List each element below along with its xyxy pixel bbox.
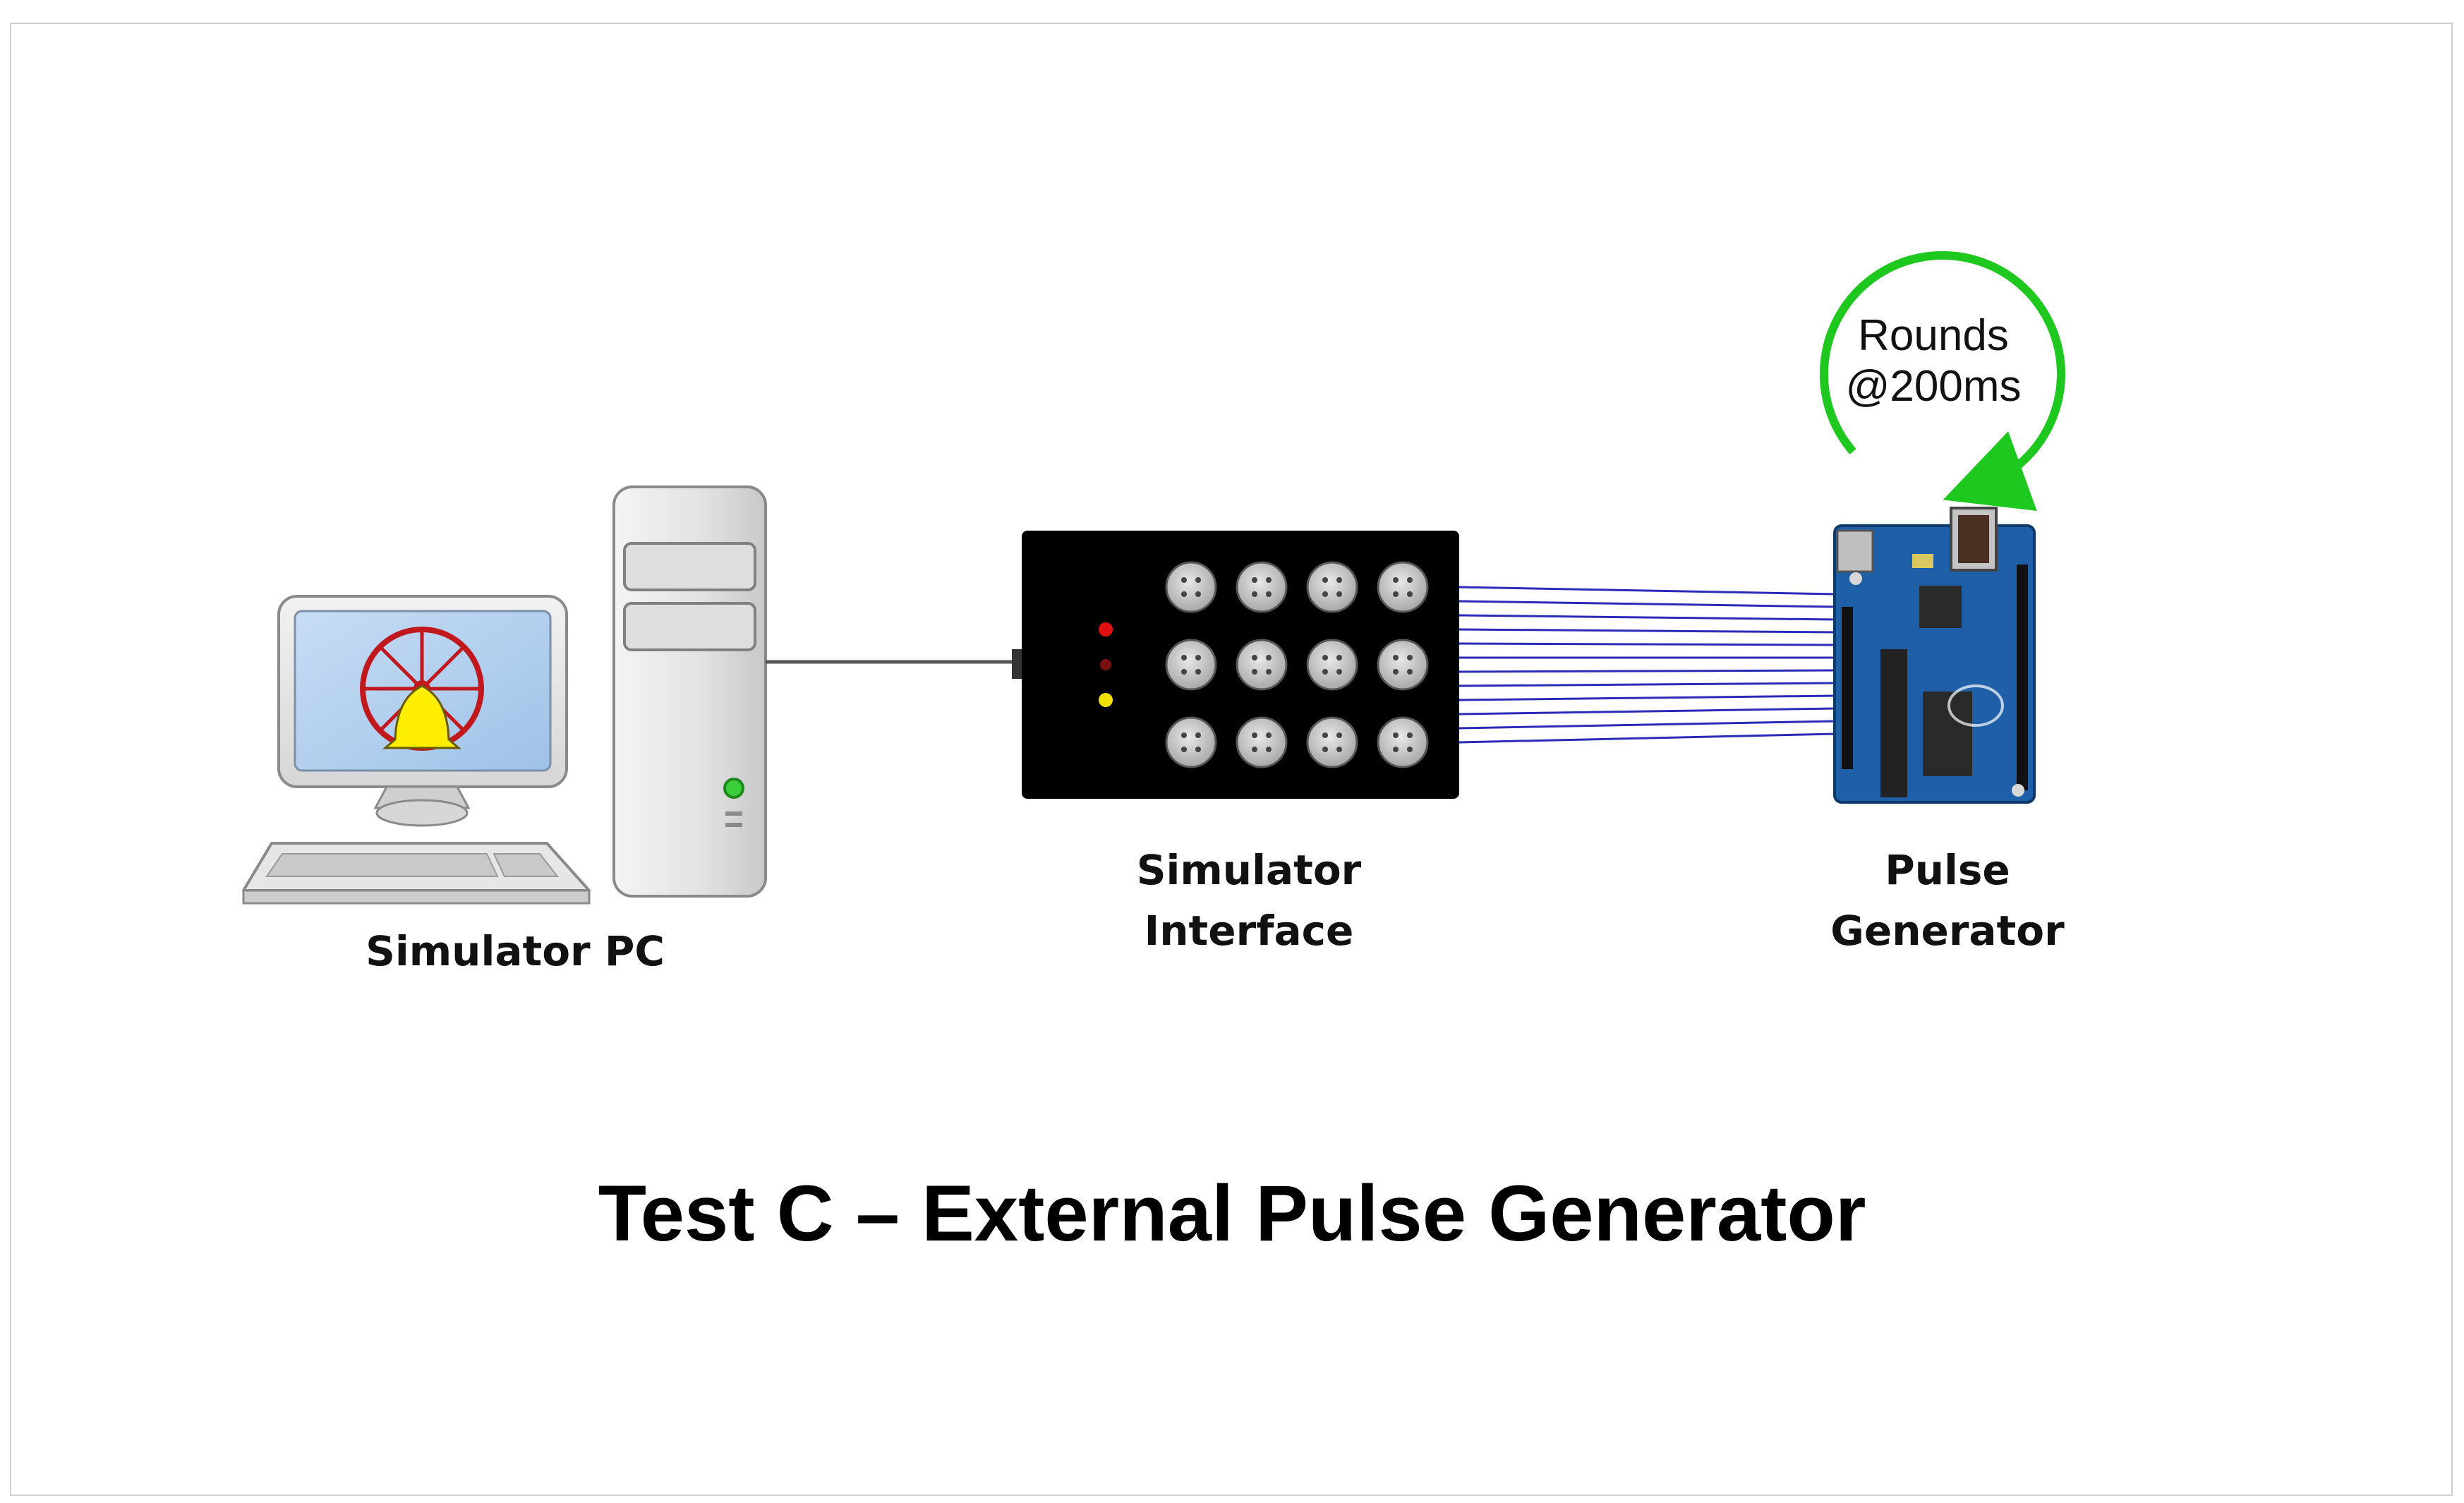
pulse-generator-label: Pulse Generator: [1764, 840, 2131, 961]
simulator-pc: [242, 485, 767, 905]
signal-wire: [1459, 682, 1837, 687]
keyboard-icon: [242, 842, 591, 905]
computer-tower-icon: [612, 485, 767, 898]
led-yellow: [1099, 693, 1113, 707]
connector-socket-icon: [1236, 561, 1288, 613]
signal-wire: [1459, 694, 1837, 701]
connector-socket-icon: [1306, 716, 1358, 768]
loop-arrow-icon: [1819, 250, 2065, 511]
loop-label-line1: Rounds: [1858, 311, 2009, 360]
signal-wire: [1459, 669, 1837, 673]
connector-socket-icon: [1377, 561, 1429, 613]
connector-socket-icon: [1377, 716, 1429, 768]
connector-socket-icon: [1165, 716, 1217, 768]
connector-socket-icon: [1236, 639, 1288, 691]
led-dark-red: [1100, 659, 1111, 670]
signal-wire: [1459, 642, 1837, 646]
simulator-interface-label-line1: Simulator: [1136, 846, 1362, 894]
connector-grid: [1165, 561, 1429, 768]
simulator-pc-label: Simulator PC: [366, 927, 665, 975]
signal-wire: [1459, 586, 1837, 596]
bell-wheel-logo-icon: [360, 627, 484, 751]
usb-cable: [766, 649, 1022, 679]
pulse-generator-label-line1: Pulse: [1885, 846, 2010, 894]
simulator-interface-label: Simulator Interface: [1073, 840, 1425, 961]
wire-bundle: [1459, 586, 1837, 744]
connector-socket-icon: [1306, 561, 1358, 613]
simulator-interface-label-line2: Interface: [1144, 907, 1354, 955]
diagram-title: Test C – External Pulse Generator: [598, 1169, 1866, 1257]
led-red: [1099, 622, 1113, 636]
connector-socket-icon: [1306, 639, 1358, 691]
connector-socket-icon: [1165, 639, 1217, 691]
signal-wire: [1459, 720, 1837, 730]
connector-socket-icon: [1165, 561, 1217, 613]
signal-wire: [1459, 628, 1837, 634]
simulator-interface-box: [1022, 531, 1459, 799]
connector-socket-icon: [1377, 639, 1429, 691]
signal-wire: [1459, 614, 1837, 621]
signal-wire: [1459, 600, 1837, 608]
loop-label: Rounds @200ms: [1806, 310, 2060, 412]
signal-wire: [1459, 732, 1837, 744]
arduino-board-icon: [1833, 507, 2036, 804]
pulse-generator-label-line2: Generator: [1830, 907, 2065, 955]
connector-socket-icon: [1236, 716, 1288, 768]
signal-wire: [1459, 707, 1837, 716]
loop-label-line2: @200ms: [1845, 362, 2022, 411]
